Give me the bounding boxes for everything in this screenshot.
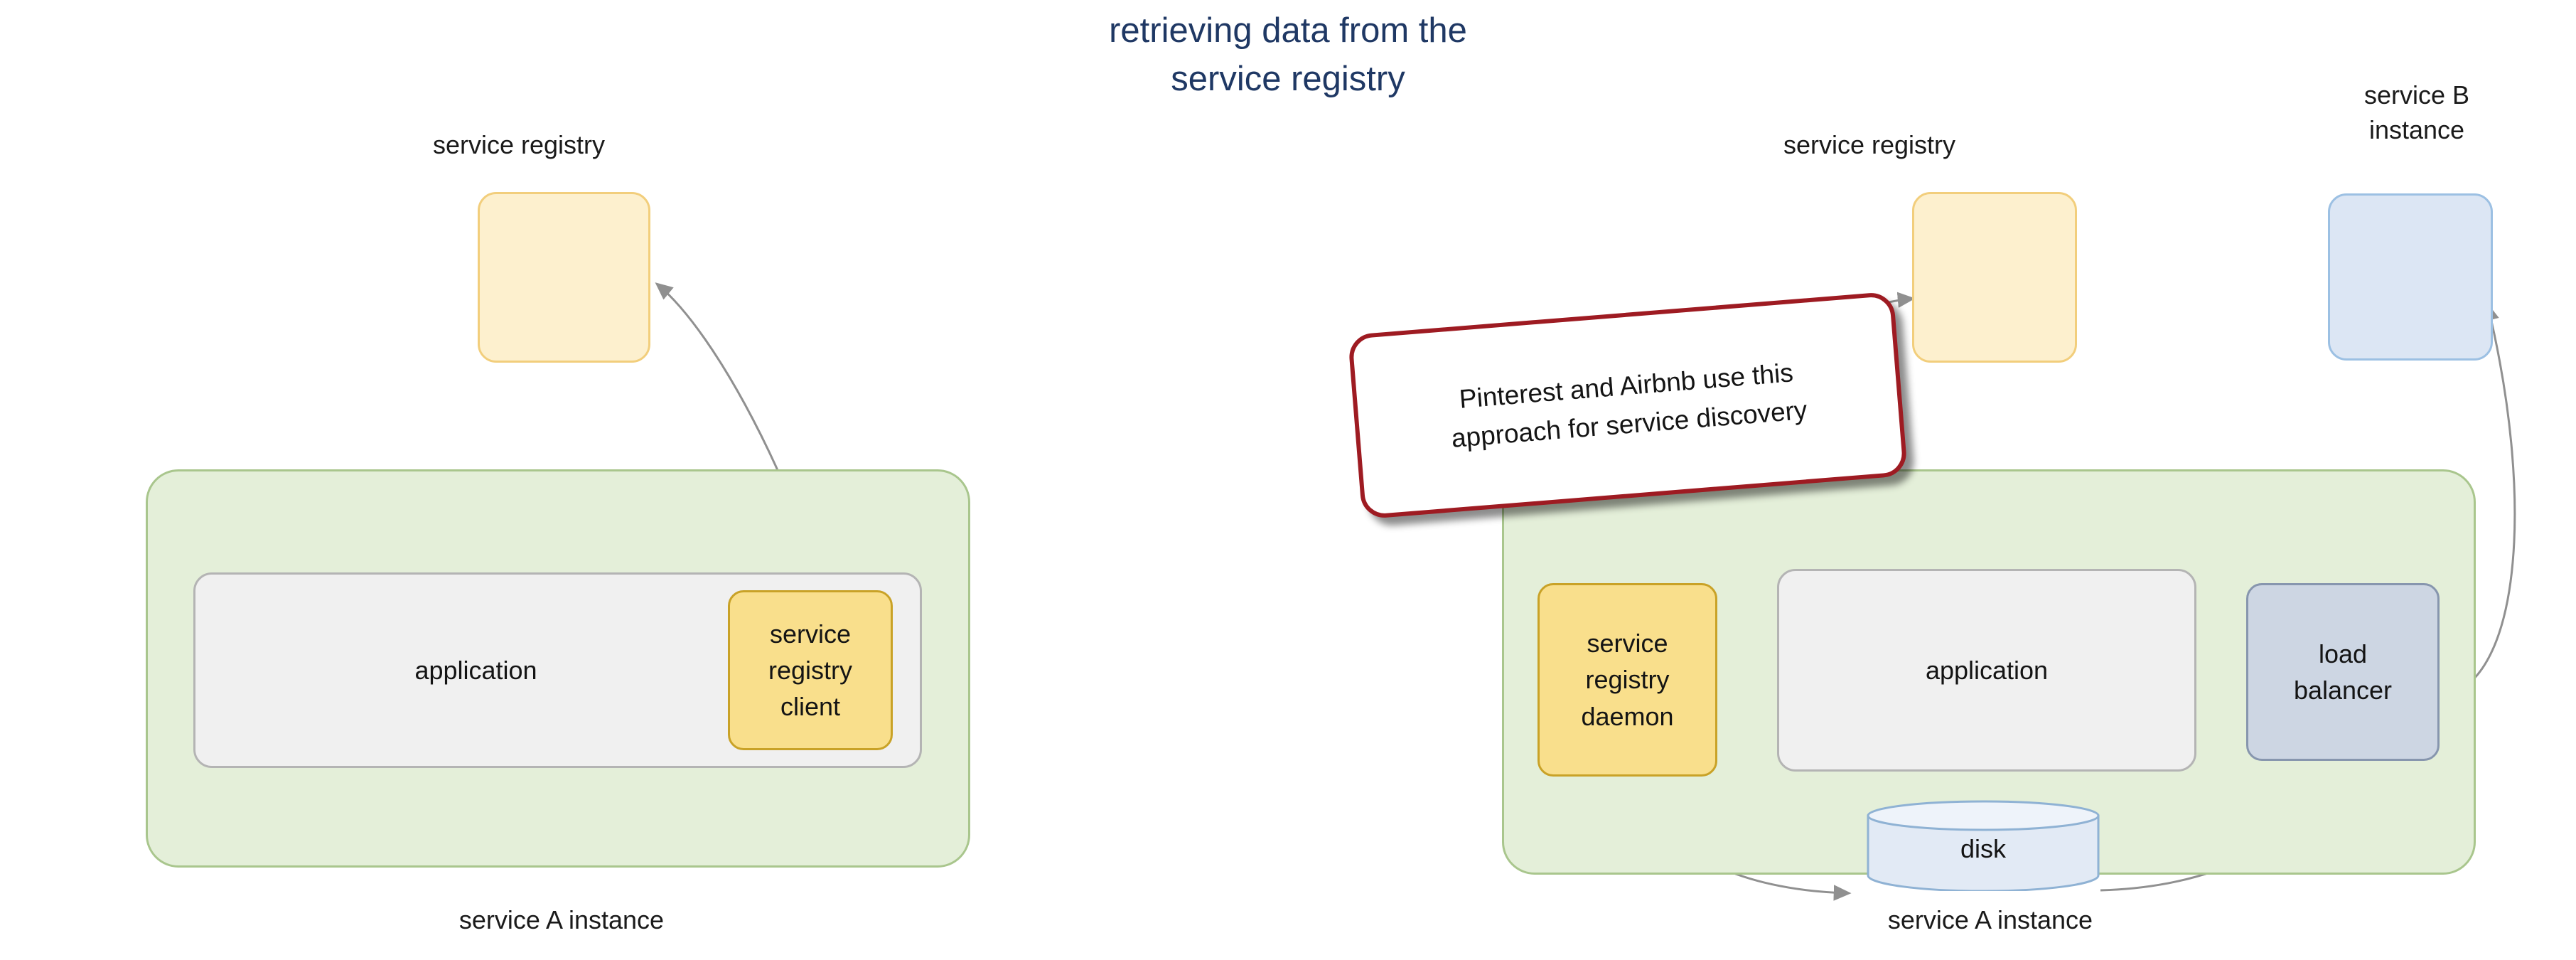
service-registry-daemon-box[interactable]: service registry daemon: [1537, 583, 1717, 777]
left-application-label: application: [414, 655, 537, 685]
load-balancer-box[interactable]: load balancer: [2246, 583, 2440, 761]
right-service-registry-box[interactable]: [1912, 192, 2077, 363]
disk-shape: [1867, 800, 2100, 892]
left-registry-caption: service registry: [432, 130, 606, 159]
right-instance-caption: service A instance: [1887, 905, 2093, 934]
disk-cylinder[interactable]: disk: [1866, 800, 2100, 892]
service-b-instance-box[interactable]: [2328, 193, 2493, 361]
disk-label: disk: [1960, 834, 2007, 863]
page-title: retrieving data from the service registr…: [1109, 11, 1467, 98]
callout-note-text: Pinterest and Airbnb use this approach f…: [1450, 358, 1808, 453]
right-application-box[interactable]: application: [1777, 569, 2196, 772]
left-service-registry-box[interactable]: [478, 192, 650, 363]
left-instance-caption: service A instance: [458, 905, 665, 934]
service-b-instance-caption: service B instance: [2363, 80, 2470, 144]
left-service-registry-client-box[interactable]: service registry client: [728, 590, 893, 750]
right-registry-caption: service registry: [1783, 130, 1956, 159]
